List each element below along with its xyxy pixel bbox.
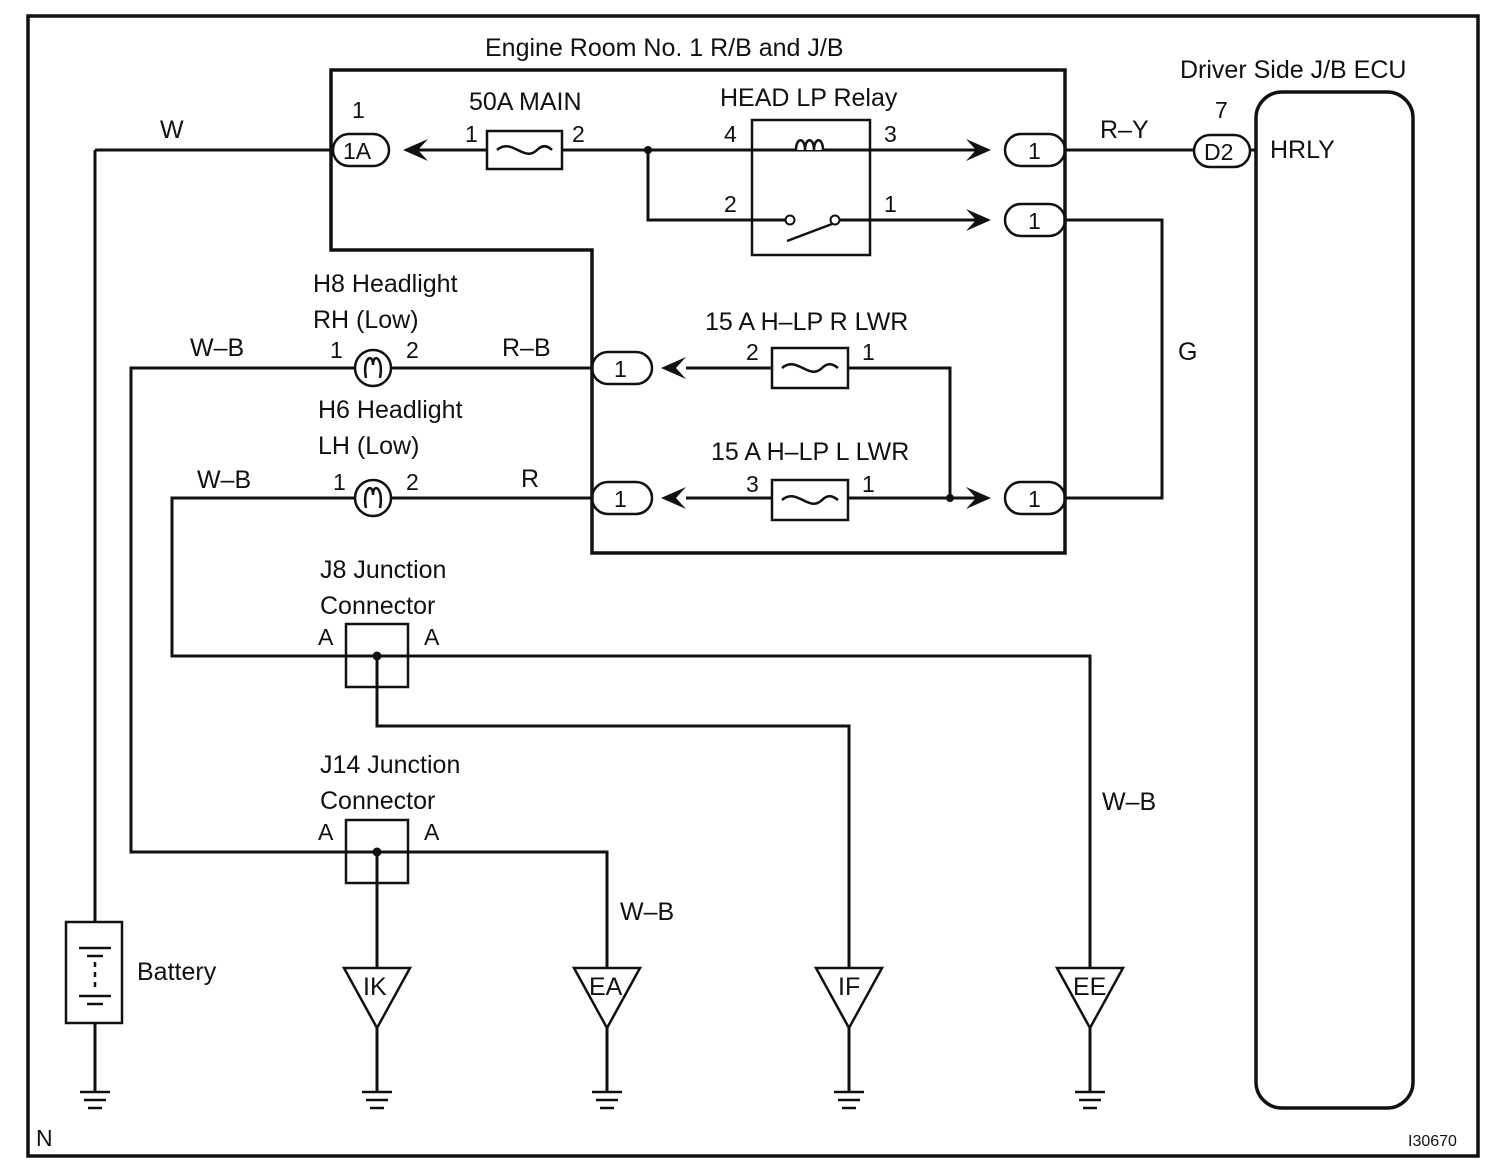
j14-pin-right: A xyxy=(424,819,440,845)
fuse-l-lwr-element xyxy=(781,495,839,505)
diagram-frame xyxy=(26,14,1480,1158)
relay-pin-1: 1 xyxy=(884,191,897,217)
wire-rh-ground xyxy=(129,366,355,854)
wire-lh-ground xyxy=(170,496,355,658)
fuse-l-lwr-label: 15 A H–LP L LWR xyxy=(711,438,909,466)
fuse-50a-main-pin-in: 1 xyxy=(465,121,478,147)
connector-g-in-pin: 1 xyxy=(1028,486,1041,512)
headlight-lh-subtitle: LH (Low) xyxy=(318,432,419,460)
wire-rh-ground-label: W–B xyxy=(190,334,244,362)
j8-pin-left: A xyxy=(318,624,334,650)
headlight-rh-bulb-icon xyxy=(353,348,393,388)
engine-room-rb-jb-label: Engine Room No. 1 R/B and J/B xyxy=(485,34,844,62)
head-lp-relay xyxy=(750,118,872,257)
ground-ik: IK xyxy=(341,966,413,1110)
hrly-pin: 7 xyxy=(1215,97,1228,123)
j14-pin-left: A xyxy=(318,819,334,845)
wire-rh-feed-label: R–B xyxy=(502,334,551,362)
ground-ea: EA xyxy=(571,966,643,1110)
connector-rh-out-pin: 1 xyxy=(614,356,627,382)
connector-lh-arrow xyxy=(661,487,686,509)
relay-pin-3: 3 xyxy=(884,121,897,147)
connector-1a-label: 1A xyxy=(343,138,372,164)
wire-r-lwr-right xyxy=(848,366,952,498)
wire-j8-to-ee xyxy=(408,654,1092,968)
connector-1a-arrow xyxy=(403,139,428,161)
headlight-rh-pin1: 1 xyxy=(330,337,343,363)
ground-ee: EE xyxy=(1054,966,1126,1110)
connector-switch-out-arrow xyxy=(966,209,991,231)
wire-j14-to-ea xyxy=(408,850,609,968)
headlight-lh-filament xyxy=(363,486,383,509)
wire-g xyxy=(1065,218,1164,500)
figure-id: I30670 xyxy=(1408,1133,1457,1150)
wire-main-to-switch xyxy=(646,150,752,222)
wire-ea-label: W–B xyxy=(620,898,674,926)
ground-if-icon xyxy=(813,966,885,1031)
ground-ee-label: EE xyxy=(1073,973,1106,1001)
hrly-label: HRLY xyxy=(1270,136,1335,164)
relay-switch-contact-b xyxy=(829,214,841,226)
driver-side-jb-ecu-label: Driver Side J/B ECU xyxy=(1180,56,1406,84)
wire-w-label: W xyxy=(160,116,184,144)
relay-coil-icon xyxy=(794,139,825,151)
d2-connector-label: D2 xyxy=(1204,139,1233,165)
relay-pin-4: 4 xyxy=(724,121,737,147)
relay-pin-2: 2 xyxy=(724,191,737,217)
headlight-lh-pin1: 1 xyxy=(333,469,346,495)
ground-if-label: IF xyxy=(838,973,860,1001)
relay-switch-blade xyxy=(786,222,833,243)
wire-lh-feed-label: R xyxy=(521,465,539,493)
wire-lh-ground-label: W–B xyxy=(197,466,251,494)
fuse-r-lwr-element xyxy=(781,363,839,373)
wire-j8-to-if xyxy=(375,656,851,968)
fuse-r-lwr-pin-left: 2 xyxy=(746,339,759,365)
fuse-l-lwr xyxy=(770,478,850,522)
connector-1a xyxy=(331,132,391,168)
fuse-50a-main-element xyxy=(496,145,553,155)
ground-ee-icon xyxy=(1054,966,1126,1031)
relay-switch-contact-a xyxy=(784,214,796,226)
wire-r-y-label: R–Y xyxy=(1100,116,1149,144)
j14-subtitle: Connector xyxy=(320,787,435,815)
connector-lh-out-pin: 1 xyxy=(614,486,627,512)
wire-ee-label: W–B xyxy=(1102,788,1156,816)
headlight-lh-pin2: 2 xyxy=(406,469,419,495)
connector-1a-pin: 1 xyxy=(352,97,365,123)
connector-coil-out-pin: 1 xyxy=(1028,138,1041,164)
headlight-rh-pin2: 2 xyxy=(406,337,419,363)
ground-symbol-battery xyxy=(80,1090,110,1110)
fuse-l-lwr-pin-left: 3 xyxy=(746,471,759,497)
battery-label: Battery xyxy=(137,958,217,986)
headlight-rh-filament xyxy=(363,356,383,379)
ground-if: IF xyxy=(813,966,885,1110)
ground-ea-label: EA xyxy=(589,973,623,1001)
connector-rh-arrow xyxy=(661,357,686,379)
fuse-l-lwr-pin-right: 1 xyxy=(862,471,875,497)
connector-switch-out-pin: 1 xyxy=(1028,208,1041,234)
fuse-50a-main-pin-out: 2 xyxy=(572,121,585,147)
j8-pin-right: A xyxy=(424,624,440,650)
fuse-50a-main-label: 50A MAIN xyxy=(469,88,582,116)
corner-letter: N xyxy=(36,1125,53,1151)
j14-title: J14 Junction xyxy=(320,751,460,779)
j8-subtitle: Connector xyxy=(320,592,435,620)
wire-g-label: G xyxy=(1178,338,1197,366)
connector-coil-out-arrow xyxy=(966,139,991,161)
j8-title: J8 Junction xyxy=(320,556,446,584)
head-lp-relay-label: HEAD LP Relay xyxy=(720,84,898,112)
headlight-lh-bulb-icon xyxy=(353,478,393,518)
driver-side-jb-ecu-box xyxy=(1254,90,1415,1110)
ground-ik-icon xyxy=(341,966,413,1031)
headlight-rh-subtitle: RH (Low) xyxy=(313,306,419,334)
ground-ea-icon xyxy=(571,966,643,1031)
ground-ik-label: IK xyxy=(363,973,387,1001)
fuse-r-lwr-pin-right: 1 xyxy=(862,339,875,365)
headlight-lh-title: H6 Headlight xyxy=(318,396,463,424)
fuse-r-lwr-label: 15 A H–LP R LWR xyxy=(705,308,908,336)
engine-room-rb-jb-box xyxy=(329,68,1067,555)
headlight-rh-title: H8 Headlight xyxy=(313,270,458,298)
connector-g-in xyxy=(1003,480,1067,516)
